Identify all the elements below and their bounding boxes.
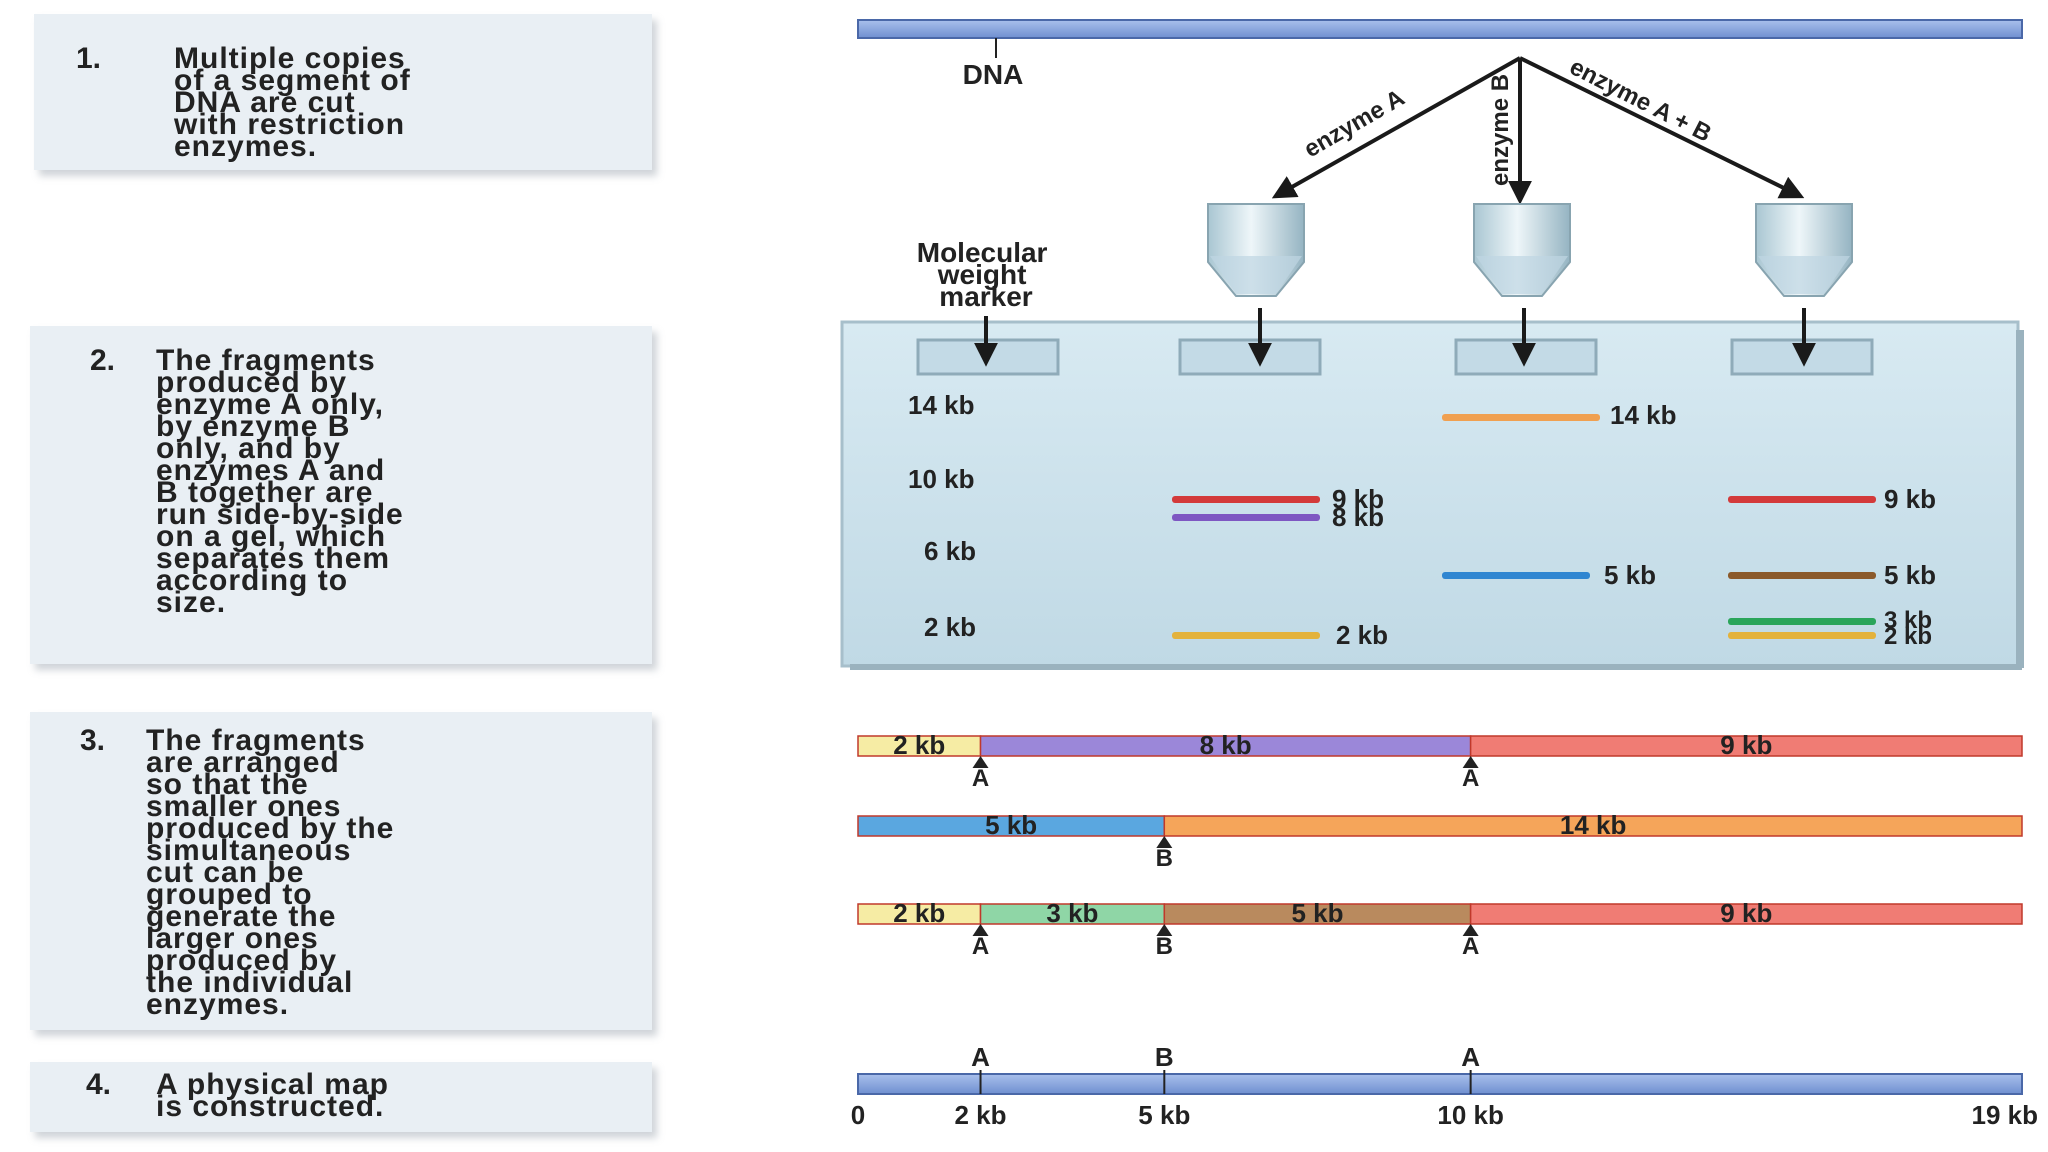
map-scale-label: 5 kb	[1138, 1100, 1190, 1130]
fragment-arrangements: 2 kb 8 kb 9 kb A A 5 kb 14 kb B 2 kb 3 kb 5 kb 9 kb…	[857, 730, 2023, 960]
band-a-8kb-label: 8 kb	[1332, 502, 1384, 532]
arrangement-1-segment	[1469, 735, 2023, 757]
cut-site-marker	[972, 756, 989, 768]
map-scale-label: 10 kb	[1437, 1100, 1504, 1130]
band-ab-9kb	[1728, 496, 1876, 503]
band-ab-5kb	[1728, 572, 1876, 579]
marker-label: Molecular weight marker	[917, 237, 1055, 312]
enzyme-a-arrow	[1271, 56, 1521, 199]
step-3-number: 3.	[80, 724, 106, 757]
arrangement-1-segment-label: 2 kb	[893, 730, 945, 760]
map-site-label: A	[971, 1042, 990, 1072]
band-a-9kb	[1172, 496, 1320, 503]
band-a-9kb-label: 9 kb	[1332, 484, 1384, 514]
enzyme-b-label: enzyme B	[1487, 74, 1514, 186]
step-4-number: 4.	[86, 1068, 112, 1101]
dna-strand	[857, 19, 2023, 39]
cut-site-marker	[1156, 924, 1173, 936]
step-1-number: 1.	[76, 42, 102, 75]
cut-site-label: A	[1462, 765, 1479, 792]
cut-site-label: A	[972, 765, 989, 792]
arrangement-2-segment	[1163, 815, 2023, 837]
arrangement-1-segment-label: 9 kb	[1720, 730, 1772, 760]
cut-site-label: B	[1156, 933, 1173, 960]
cut-site-marker	[972, 924, 989, 936]
step-3-box: 3. The fragments are arranged so that th…	[30, 712, 652, 1030]
dna-label: DNA	[963, 59, 1024, 90]
map-scale-label: 19 kb	[1972, 1100, 2039, 1130]
physical-map-bar	[857, 1073, 2023, 1095]
map-site-label: B	[1155, 1042, 1174, 1072]
step-2-text: The fragments produced by enzyme A only,…	[156, 344, 404, 619]
cut-site-label: A	[1462, 933, 1479, 960]
band-ab-9kb-label: 9 kb	[1884, 484, 1936, 514]
physical-map: A B A 0 2 kb 5 kb 10 kb 19 kb	[851, 1042, 2038, 1130]
enzyme-ab-label: enzyme A + B	[1565, 53, 1715, 147]
band-a-2kb	[1172, 632, 1320, 639]
band-b-5kb-label: 5 kb	[1604, 560, 1656, 590]
well-enzyme-a	[1178, 338, 1322, 376]
arrangement-3-segment	[1469, 903, 2023, 925]
step-1-text: Multiple copies of a segment of DNA are …	[174, 42, 411, 163]
step-4-text: A physical map is constructed.	[156, 1068, 389, 1123]
band-a-2kb-label: 2 kb	[1336, 620, 1388, 650]
step-2-number: 2.	[90, 344, 116, 377]
band-b-14kb-label: 14 kb	[1610, 400, 1677, 430]
step-4-box: 4. A physical map is constructed.	[30, 1062, 652, 1132]
arrangement-1-segment-label: 8 kb	[1200, 730, 1252, 760]
cut-site-marker	[1462, 924, 1479, 936]
cut-site-label: A	[972, 933, 989, 960]
band-b-5kb	[1442, 572, 1590, 579]
band-ab-2kb	[1728, 632, 1876, 639]
cut-site-marker	[1462, 756, 1479, 768]
enzyme-ab-arrow	[1519, 56, 1805, 199]
map-scale-label: 2 kb	[955, 1100, 1007, 1130]
tube-enzyme-b	[1473, 203, 1571, 297]
band-ab-3kb	[1728, 618, 1876, 625]
arrangement-3-segment-label: 2 kb	[893, 898, 945, 928]
ladder-label-10kb: 10 kb	[908, 464, 975, 494]
band-ab-2kb-label: 2 kb	[1884, 623, 1932, 650]
band-ab-3kb-label: 3 kb	[1884, 607, 1932, 634]
map-site-label: A	[1461, 1042, 1480, 1072]
ladder-label-6kb: 6 kb	[924, 536, 976, 566]
band-a-8kb	[1172, 514, 1320, 521]
step-1-box: 1. Multiple copies of a segment of DNA a…	[34, 14, 652, 170]
band-b-14kb	[1442, 414, 1600, 421]
arrangement-2-segment-label: 14 kb	[1560, 810, 1627, 840]
band-ab-5kb-label: 5 kb	[1884, 560, 1936, 590]
cut-site-marker	[1156, 836, 1173, 848]
arrangement-2-segment-label: 5 kb	[985, 810, 1037, 840]
arrangement-3-segment-label: 5 kb	[1291, 898, 1343, 928]
gel-shadow-edge	[2016, 330, 2024, 668]
gel-bottom-edge	[850, 664, 2022, 670]
cut-site-label: B	[1156, 845, 1173, 872]
ladder-label-14kb: 14 kb	[908, 390, 975, 420]
map-scale-label: 0	[851, 1100, 865, 1130]
arrangement-3-segment-label: 3 kb	[1046, 898, 1098, 928]
step-3-text: The fragments are arranged so that the s…	[146, 724, 395, 1021]
step-2-box: 2. The fragments produced by enzyme A on…	[30, 326, 652, 664]
tube-enzyme-a	[1207, 203, 1305, 297]
ladder-label-2kb: 2 kb	[924, 612, 976, 642]
arrangement-3-segment-label: 9 kb	[1720, 898, 1772, 928]
tube-enzyme-ab	[1755, 203, 1853, 297]
